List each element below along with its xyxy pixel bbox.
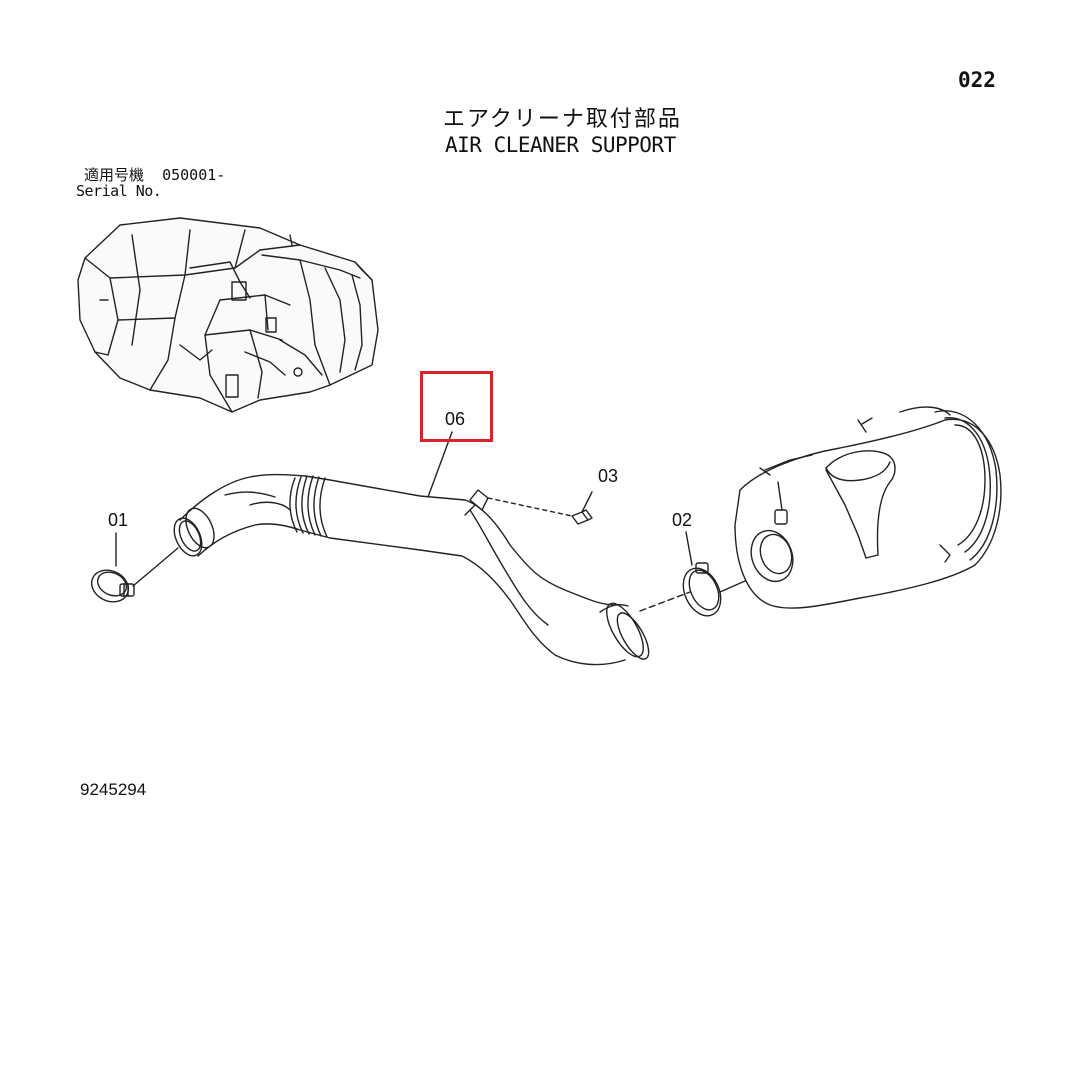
serial-label-jp-text: 適用号機 (84, 166, 145, 184)
title-english: AIR CLEANER SUPPORT (445, 133, 676, 157)
bolt-03-axis (487, 497, 573, 517)
leader-02 (685, 531, 693, 566)
callout-03[interactable]: 03 (598, 466, 619, 486)
serial-label-jp: 適用号機 050001- (84, 164, 225, 185)
engine-overview-illustration (77, 217, 379, 413)
air-cleaner-assembly (734, 406, 1002, 609)
callout-02[interactable]: 02 (672, 510, 693, 530)
leader-06 (427, 431, 453, 498)
title-japanese: エアクリーナ取付部品 (443, 107, 682, 132)
drawing-number: 9245294 (80, 780, 147, 799)
serial-label-en: Serial No. (76, 182, 162, 200)
hose-clamp-01 (90, 569, 135, 603)
air-intake-hose-06 (173, 473, 650, 666)
clamp-02-axis (639, 591, 691, 612)
hose-clamp-02 (682, 562, 722, 617)
leader-01-part (132, 547, 179, 587)
callout-01[interactable]: 01 (108, 510, 129, 530)
page-number: 022 (958, 68, 996, 92)
callout-06[interactable]: 06 (445, 409, 466, 429)
bolt-03 (571, 509, 593, 525)
leader-03 (581, 491, 593, 513)
serial-value: 050001- (162, 166, 226, 184)
highlight-box-part-06[interactable] (420, 371, 493, 442)
